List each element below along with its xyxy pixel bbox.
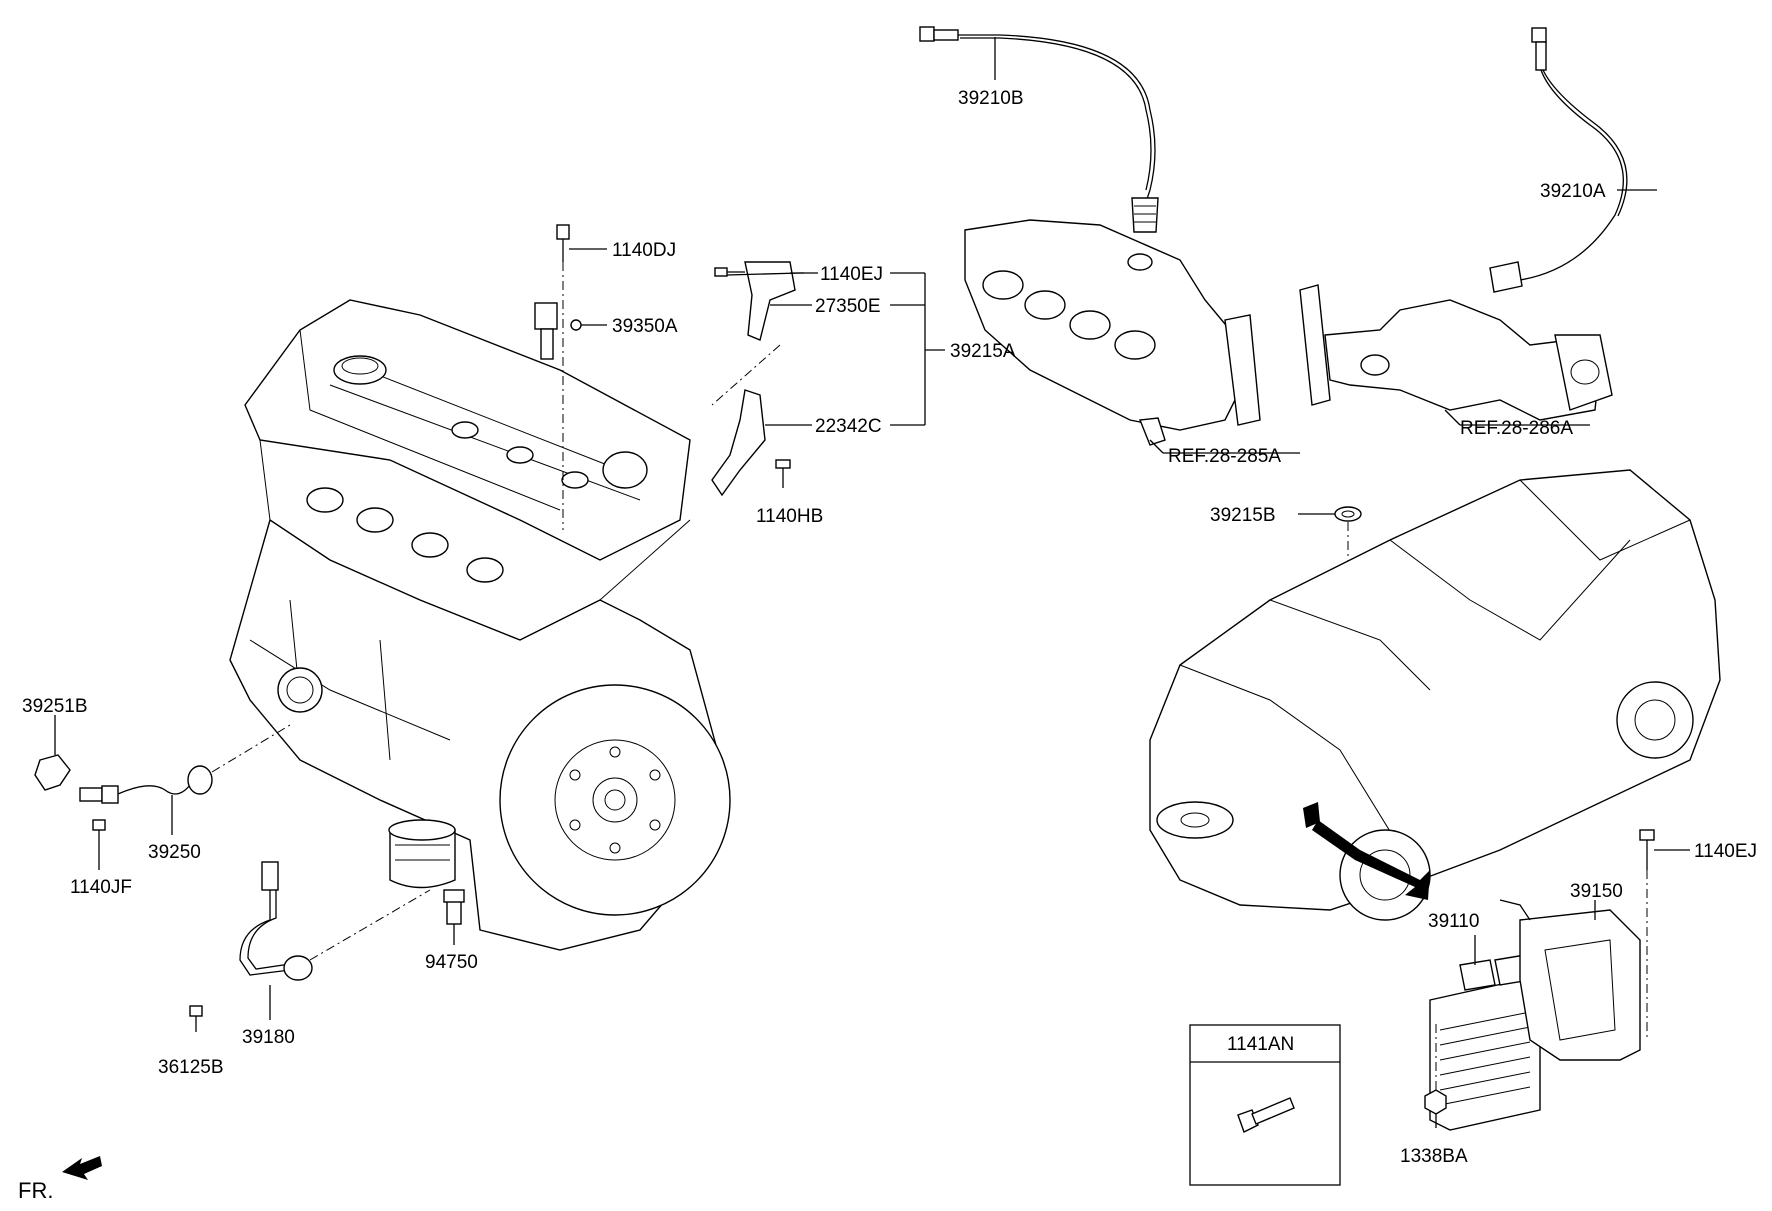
label-39251B: 39251B (22, 696, 88, 717)
label-ref-28-286A: REF.28-286A (1460, 418, 1573, 439)
label-39215A: 39215A (950, 341, 1016, 362)
sensor-39180 (189, 861, 431, 1032)
coolant-temp-sensor-39350A (534, 302, 607, 360)
label-1338BA: 1338BA (1400, 1146, 1468, 1167)
vehicle-outline (1149, 469, 1721, 921)
label-39180: 39180 (242, 1027, 295, 1048)
label-front: FR. (18, 1178, 53, 1203)
label-1141AN: 1141AN (1227, 1034, 1294, 1055)
label-1140HB: 1140HB (756, 506, 823, 527)
label-39250: 39250 (148, 842, 201, 863)
label-39210A: 39210A (1540, 181, 1606, 202)
label-22342C: 22342C (815, 416, 882, 437)
label-1140JF: 1140JF (70, 877, 132, 898)
bolt-1140DJ (556, 224, 607, 262)
bolt-1140EJ-right (1639, 829, 1690, 1040)
sensor-39250 (34, 715, 291, 870)
label-39350A: 39350A (612, 316, 678, 337)
label-39210B: 39210B (958, 88, 1024, 109)
label-36125B: 36125B (158, 1057, 224, 1078)
label-39215B: 39215B (1210, 505, 1276, 526)
label-ref-28-285A: REF.28-285A (1168, 446, 1281, 467)
nut-1338BA (1424, 1020, 1447, 1128)
catalytic-converter (1299, 284, 1613, 426)
oil-pressure-switch-94750 (443, 889, 465, 945)
exhaust-manifold (964, 219, 1300, 454)
label-94750: 94750 (425, 952, 478, 973)
label-27350E: 27350E (815, 296, 881, 317)
oxygen-sensor-39210B (919, 26, 1159, 233)
oxygen-sensor-39210A (1489, 27, 1657, 293)
ecu-bracket-39150 (1499, 899, 1641, 1061)
box-1141AN (1189, 1024, 1341, 1186)
label-1140EJ-top: 1140EJ (820, 264, 883, 285)
engine-assembly (229, 299, 731, 951)
label-1140DJ: 1140DJ (612, 240, 676, 261)
bracket-group-39215A (711, 261, 945, 497)
label-1140EJ-right: 1140EJ (1694, 841, 1757, 862)
front-arrow-icon (62, 1156, 102, 1180)
label-39150: 39150 (1570, 881, 1623, 902)
label-39110: 39110 (1428, 911, 1479, 932)
